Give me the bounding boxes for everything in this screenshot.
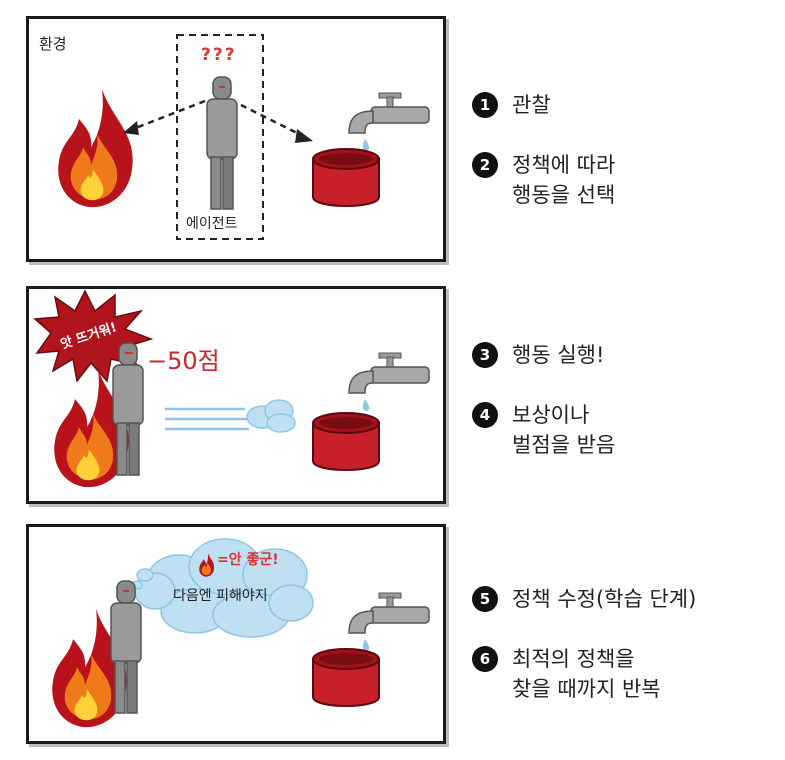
panel-act: 앗 뜨거워! −50점: [26, 286, 446, 504]
step-text: 정책 수정(학습 단계): [512, 587, 697, 611]
dust-cloud-icon: [246, 399, 296, 433]
bucket-icon: [312, 148, 380, 207]
bubble-thought-text: 다음엔 피해야지: [173, 588, 268, 604]
step-number-badge: 5: [472, 586, 498, 612]
fire-icon: [58, 89, 133, 208]
motion-lines: [165, 407, 259, 431]
faucet-icon: [348, 92, 430, 151]
step-3: 3 행동 실행!: [472, 340, 604, 370]
agent-figure: [206, 76, 238, 210]
bubble-verdict-text: =안 좋군!: [217, 552, 279, 568]
arrow-to-fire: [123, 99, 206, 135]
small-fire-icon: [199, 553, 215, 577]
fire-icon: [52, 609, 127, 728]
agent-figure: [112, 342, 144, 476]
step-text: 관찰: [512, 93, 551, 117]
step-text: 정책에 따라 행동을 선택: [512, 153, 616, 207]
faucet-icon: [348, 592, 430, 651]
panel-observe-art: [58, 34, 430, 240]
step-number-badge: 2: [472, 152, 498, 178]
step-number-badge: 1: [472, 92, 498, 118]
panel-observe: 환경 ??? 에이전트: [26, 16, 446, 262]
step-2: 2 정책에 따라 행동을 선택: [472, 150, 615, 210]
environment-label: 환경: [39, 35, 67, 53]
panel-learn-art: [52, 538, 430, 728]
step-text: 최적의 정책을 찾을 때까지 반복: [512, 647, 661, 701]
panel-act-art: [33, 289, 430, 488]
agent-figure: [110, 580, 142, 714]
panel-learn: =안 좋군! 다음엔 피해야지: [26, 524, 446, 744]
bucket-icon: [312, 648, 380, 707]
step-4: 4 보상이나 벌점을 받음: [472, 400, 615, 460]
step-number-badge: 3: [472, 342, 498, 368]
agent-label: 에이전트: [184, 213, 240, 233]
penalty-text: −50점: [147, 347, 220, 375]
bucket-icon: [312, 412, 380, 471]
step-number-badge: 6: [472, 646, 498, 672]
faucet-icon: [348, 352, 430, 411]
step-6: 6 최적의 정책을 찾을 때까지 반복: [472, 644, 661, 704]
agent-dashed-box: [176, 34, 264, 240]
step-text: 보상이나 벌점을 받음: [512, 403, 616, 457]
step-1: 1 관찰: [472, 90, 551, 120]
step-5: 5 정책 수정(학습 단계): [472, 584, 696, 614]
arrow-to-bucket: [240, 103, 313, 143]
fire-icon: [54, 369, 129, 488]
step-number-badge: 4: [472, 402, 498, 428]
step-text: 행동 실행!: [512, 343, 605, 367]
thought-cloud-icon: [131, 538, 314, 638]
question-marks: ???: [201, 45, 237, 65]
